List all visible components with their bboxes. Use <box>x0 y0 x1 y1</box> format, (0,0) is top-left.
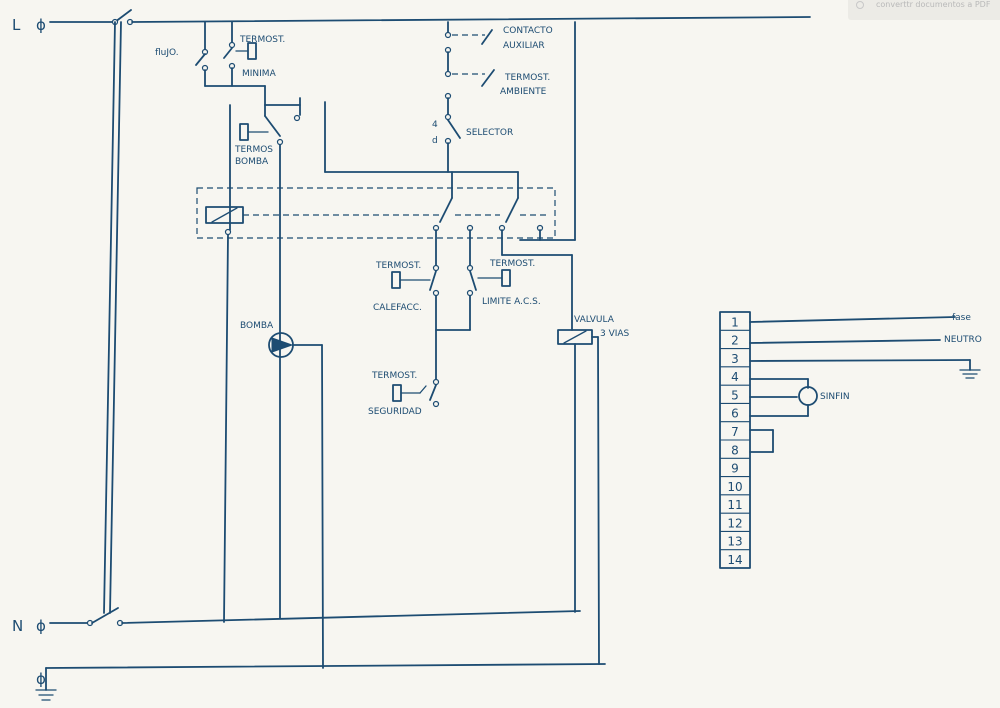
terminal-number-8: 8 <box>731 443 739 457</box>
terminal-number-2: 2 <box>731 334 739 348</box>
terminal-number-6: 6 <box>731 407 739 421</box>
terminal-number-7: 7 <box>731 425 739 439</box>
terminal-block <box>719 311 751 569</box>
termost-seguridad-label-1: TERMOST. <box>371 371 417 381</box>
terminal-number-12: 12 <box>727 516 742 530</box>
valvula-label-1: VALVULA <box>574 315 615 325</box>
valvula-3-vias <box>557 329 600 665</box>
termost-calefacc-switch <box>391 264 440 381</box>
neutral-conductor <box>49 607 581 627</box>
line-phi-label: ϕ <box>36 16 46 34</box>
terminal-number-10: 10 <box>727 480 742 494</box>
termost-calefacc-label-1: TERMOST. <box>375 261 421 271</box>
terminal-number-14: 14 <box>727 553 742 567</box>
termost-acs-label-1: TERMOST. <box>489 259 535 269</box>
termost-calefacc-label-2: CALEFACC. <box>373 303 422 313</box>
selector-label: SELECTOR <box>466 128 513 138</box>
termost-seguridad-switch <box>392 378 440 408</box>
termost-ambiente-label-2: AMBIENTE <box>500 87 547 97</box>
contacto-auxiliar-label-1: CONTACTO <box>503 26 553 36</box>
converter-watermark: converttr documentos a PDF <box>848 0 1000 20</box>
neutral-phi-label: ϕ <box>36 617 46 635</box>
fase-label: fase <box>952 313 971 323</box>
sinfin-label: SINFIN <box>820 392 850 402</box>
selector-switch <box>444 97 461 173</box>
sinfin-motor <box>798 386 818 406</box>
selector-pos-4: 4 <box>432 120 438 130</box>
terminal-number-9: 9 <box>731 462 739 476</box>
neutro-label: NEUTRO <box>944 335 982 345</box>
termost-acs-switch <box>435 264 511 331</box>
termost-minima-label-1: TERMOST. <box>239 35 285 45</box>
selector-pos-d: d <box>432 136 438 146</box>
terminal-number-11: 11 <box>727 498 742 512</box>
bomba-pump <box>268 332 324 669</box>
termost-acs-label-2: LIMITE A.C.S. <box>482 297 541 307</box>
terminal-number-1: 1 <box>731 315 739 329</box>
line-label: L <box>12 16 21 34</box>
relay-contacts <box>432 197 573 331</box>
terminal-number-4: 4 <box>731 370 739 384</box>
terminal-number-13: 13 <box>727 535 742 549</box>
termos-bomba-switch <box>229 104 301 619</box>
earth-conductor <box>35 663 606 701</box>
termost-ambiente-label-1: TERMOST. <box>504 73 550 83</box>
flujo-label: fluJO. <box>155 48 179 58</box>
valvula-label-2: 3 VIAS <box>600 329 630 339</box>
bomba-label: BOMBA <box>240 321 274 331</box>
earth-phi-label: ϕ <box>36 670 46 688</box>
main-switch-link <box>103 21 122 614</box>
termost-ambiente-switch <box>444 51 495 100</box>
line-conductor <box>49 9 811 26</box>
contacto-auxiliar-switch <box>444 21 493 54</box>
terminal-number-3: 3 <box>731 352 739 366</box>
termost-minima-switch <box>223 21 257 87</box>
contacto-auxiliar-label-2: AUXILIAR <box>503 41 545 51</box>
termost-seguridad-label-2: SEGURIDAD <box>368 407 422 417</box>
terminal-wiring <box>749 316 981 453</box>
termost-minima-label-2: MINIMA <box>242 69 277 79</box>
flujo-switch <box>195 21 209 87</box>
relay-coil-and-linkage <box>196 187 556 623</box>
neutral-label: N <box>12 617 23 635</box>
termos-bomba-label-2: BOMBA <box>235 157 269 167</box>
terminal-number-5: 5 <box>731 388 739 402</box>
watermark-icon <box>856 1 864 9</box>
termos-bomba-label-1: TERMOS <box>234 145 273 155</box>
